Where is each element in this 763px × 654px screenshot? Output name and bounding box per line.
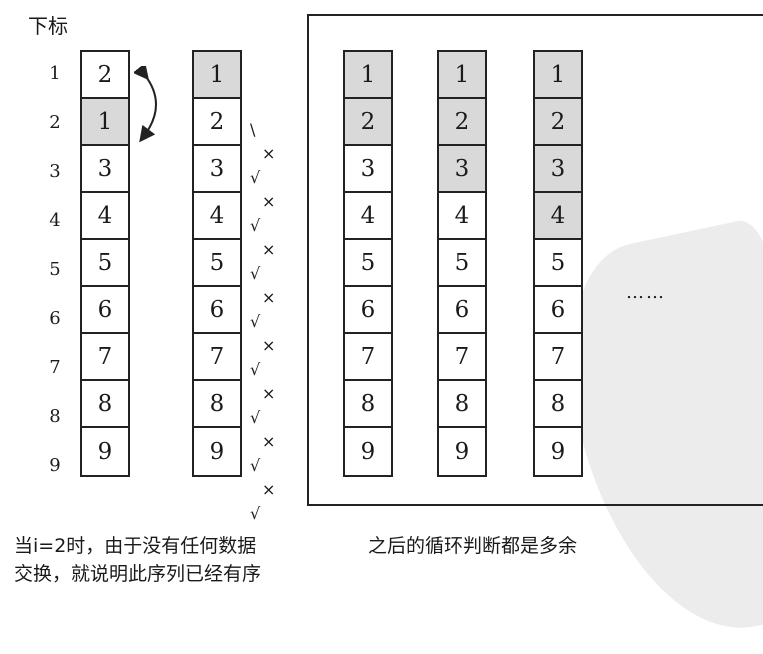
caption-left-line1: 当i=2时，由于没有任何数据 [14,535,257,557]
index-label: 9 [49,455,61,476]
array-cell: 6 [82,287,128,334]
array-cell: 6 [439,287,485,334]
array-cell: 1 [194,52,240,99]
array-cell: 2 [82,52,128,99]
caption-left-line2: 交换，就说明此序列已经有序 [14,563,262,585]
redundant-loops-frame [307,14,763,506]
caption-left: 当i=2时，由于没有任何数据 交换，就说明此序列已经有序 [14,532,261,588]
index-label: 7 [49,357,61,378]
array-cell: 8 [345,381,391,428]
index-label: 6 [49,308,61,329]
array-cell: 4 [439,193,485,240]
index-label: 4 [49,210,61,231]
array-cell: 7 [535,334,581,381]
array-cell: 9 [209,438,225,465]
comparison-mark: × [262,384,276,403]
comparison-mark: √ [250,264,261,283]
index-label: 5 [49,259,61,280]
comparison-mark: √ [250,360,261,379]
array-cell: 9 [360,438,376,465]
index-label: 2 [49,112,61,133]
array-cell: 5 [82,240,128,287]
comparison-mark: × [262,144,276,163]
array-cell: 4 [194,193,240,240]
comparison-mark: × [262,336,276,355]
index-label: 1 [49,63,61,84]
comparison-mark: √ [250,408,261,427]
array-cell: 2 [535,99,581,146]
array-cell: 3 [82,146,128,193]
array-cell: 8 [82,381,128,428]
array-cell: 6 [535,287,581,334]
array-cell: 4 [345,193,391,240]
array-cell: 6 [345,287,391,334]
array-cell: 7 [439,334,485,381]
array-cell: 5 [439,240,485,287]
array-cell: 9 [550,438,566,465]
array-cell: 1 [535,52,581,99]
index-label: 3 [49,161,61,182]
array-cell: 3 [535,146,581,193]
array-cell: 9 [454,438,470,465]
array-cell: 2 [194,99,240,146]
array-cell: 4 [82,193,128,240]
array-cell: 4 [535,193,581,240]
comparison-mark: √ [250,456,261,475]
array-cell: 8 [439,381,485,428]
comparison-mark: × [262,432,276,451]
array-cell: 5 [194,240,240,287]
comparison-mark: × [262,240,276,259]
array-cell: 2 [345,99,391,146]
comparison-marks: \×√×√×√×√×√×√×√×√ [246,118,286,526]
comparison-mark: √ [250,504,261,523]
array-cell: 3 [439,146,485,193]
array-cell: 7 [194,334,240,381]
index-label: 8 [49,406,61,427]
comparison-mark: √ [250,216,261,235]
array-cell: 2 [439,99,485,146]
array-cell: 3 [345,146,391,193]
comparison-mark: √ [250,312,261,331]
array-cell: 5 [535,240,581,287]
array-cell: 5 [345,240,391,287]
array-cell: 7 [82,334,128,381]
comparison-mark: × [262,288,276,307]
caption-right: 之后的循环判断都是多余 [368,535,578,557]
swap-arrow-icon [134,66,157,143]
array-cell: 1 [345,52,391,99]
array-cell: 1 [439,52,485,99]
comparison-mark: \ [250,120,256,139]
comparison-mark: × [262,480,276,499]
index-heading: 下标 [28,14,68,38]
comparison-mark: √ [250,168,261,187]
array-cell: 6 [194,287,240,334]
array-cell: 1 [82,99,128,146]
continuation-dots: …… [626,282,666,303]
array-cell: 7 [345,334,391,381]
comparison-mark: × [262,192,276,211]
array-cell: 3 [194,146,240,193]
array-cell: 8 [535,381,581,428]
array-cell: 8 [194,381,240,428]
array-cell: 9 [97,438,113,465]
